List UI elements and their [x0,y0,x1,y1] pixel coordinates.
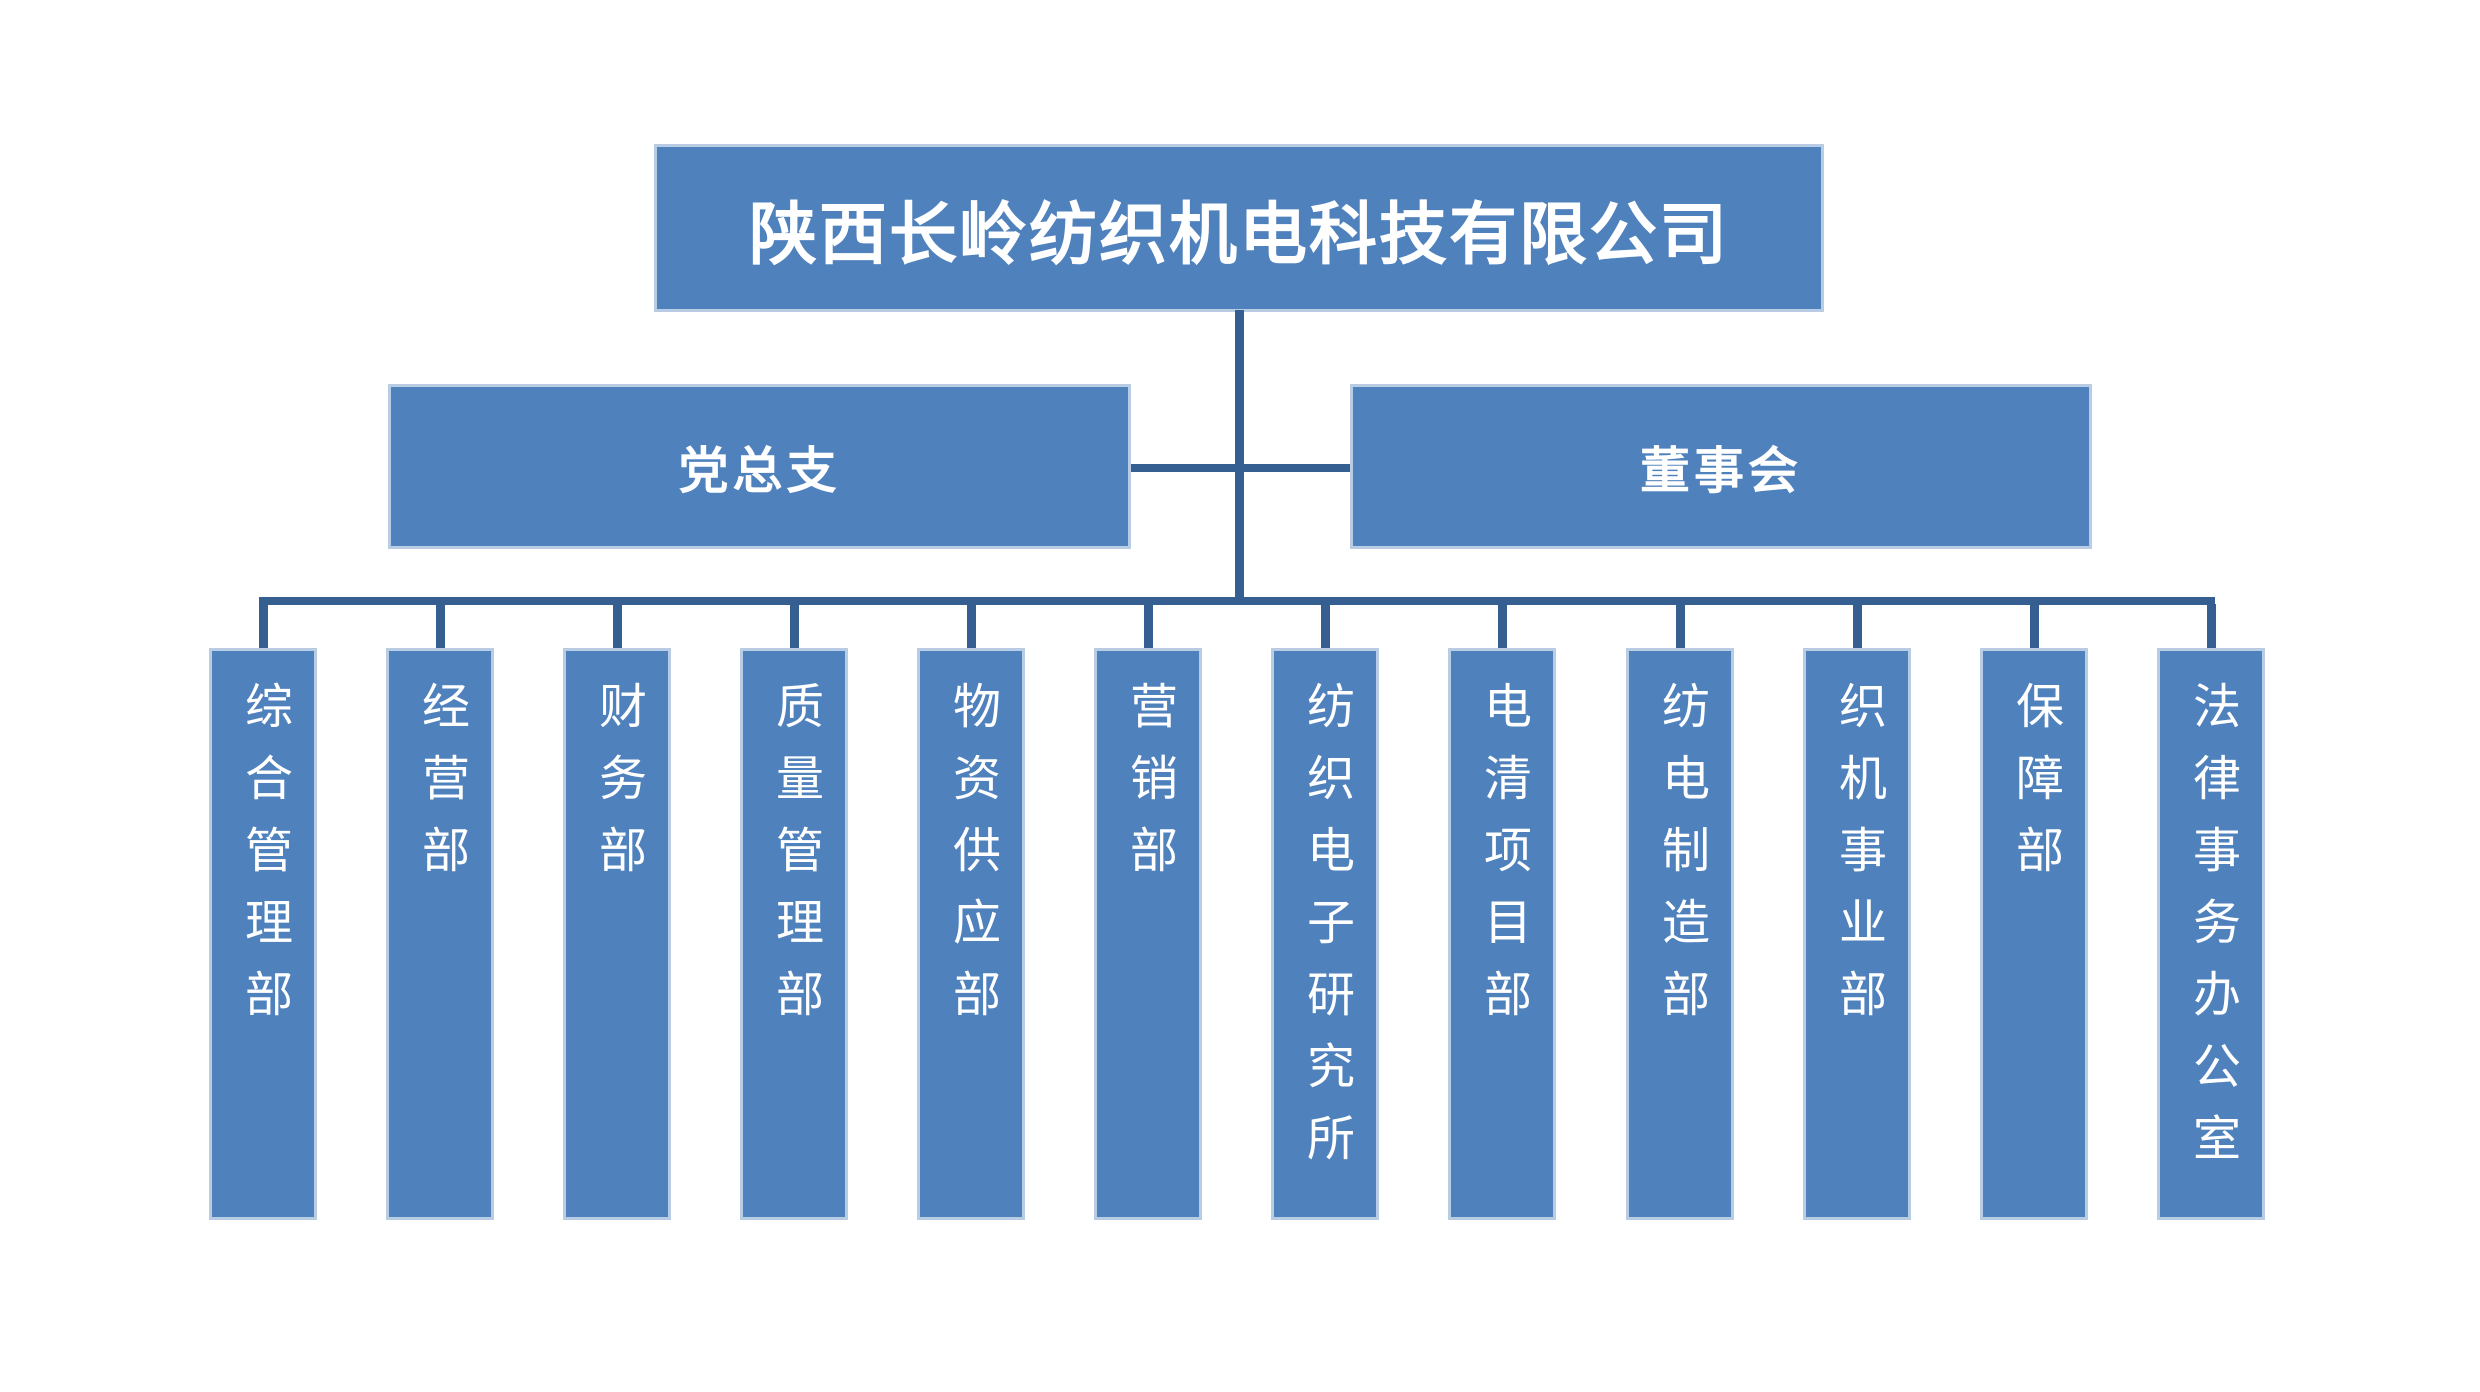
company-root-box: 陕西长岭纺织机电科技有限公司 [654,144,1824,312]
dept-label-finance: 财务部 [591,681,644,897]
connector-stub-8 [1498,604,1507,650]
connector-stub-3 [613,604,622,650]
connector-party-board [1131,464,1350,472]
dept-label-marketing: 营销部 [1122,681,1175,897]
dept-box-yarn-clearer-project: 电清项目部 [1448,648,1556,1220]
dept-box-textile-electronics-institute: 纺织电子研究所 [1271,648,1379,1220]
company-name: 陕西长岭纺织机电科技有限公司 [748,196,1729,273]
connector-stub-4 [790,604,799,650]
dept-label-operations: 经营部 [414,681,467,897]
connector-stub-1 [259,604,268,650]
connector-trunk [1235,310,1244,600]
dept-box-quality-management: 质量管理部 [740,648,848,1220]
connector-stub-9 [1676,604,1685,650]
dept-label-general-management: 综合管理部 [237,681,290,1041]
connector-stub-11 [2030,604,2039,650]
dept-box-loom-division: 织机事业部 [1803,648,1911,1220]
dept-box-operations: 经营部 [386,648,494,1220]
board-of-directors-label: 董事会 [1640,442,1802,499]
dept-label-textile-electronics-institute: 纺织电子研究所 [1299,681,1352,1185]
dept-box-support: 保障部 [1980,648,2088,1220]
connector-bus [259,597,2215,605]
connector-stub-5 [967,604,976,650]
party-general-branch-box: 党总支 [388,384,1131,549]
dept-box-marketing: 营销部 [1094,648,1202,1220]
party-general-branch-label: 党总支 [678,442,841,499]
dept-box-finance: 财务部 [563,648,671,1220]
connector-stub-6 [1144,604,1153,650]
dept-label-legal-affairs-office: 法律事务办公室 [2185,681,2238,1185]
dept-box-materials-supply: 物资供应部 [917,648,1025,1220]
connector-stub-10 [1853,604,1862,650]
dept-label-materials-supply: 物资供应部 [945,681,998,1041]
connector-stub-2 [436,604,445,650]
dept-label-quality-management: 质量管理部 [768,681,821,1041]
dept-label-support: 保障部 [2008,681,2061,897]
dept-box-textile-electric-manufacturing: 纺电制造部 [1626,648,1734,1220]
board-of-directors-box: 董事会 [1350,384,2092,549]
dept-label-yarn-clearer-project: 电清项目部 [1476,681,1529,1041]
connector-stub-12 [2207,604,2216,650]
dept-label-loom-division: 织机事业部 [1831,681,1884,1041]
dept-box-general-management: 综合管理部 [209,648,317,1220]
connector-stub-7 [1321,604,1330,650]
dept-label-textile-electric-manufacturing: 纺电制造部 [1654,681,1707,1041]
dept-box-legal-affairs-office: 法律事务办公室 [2157,648,2265,1220]
